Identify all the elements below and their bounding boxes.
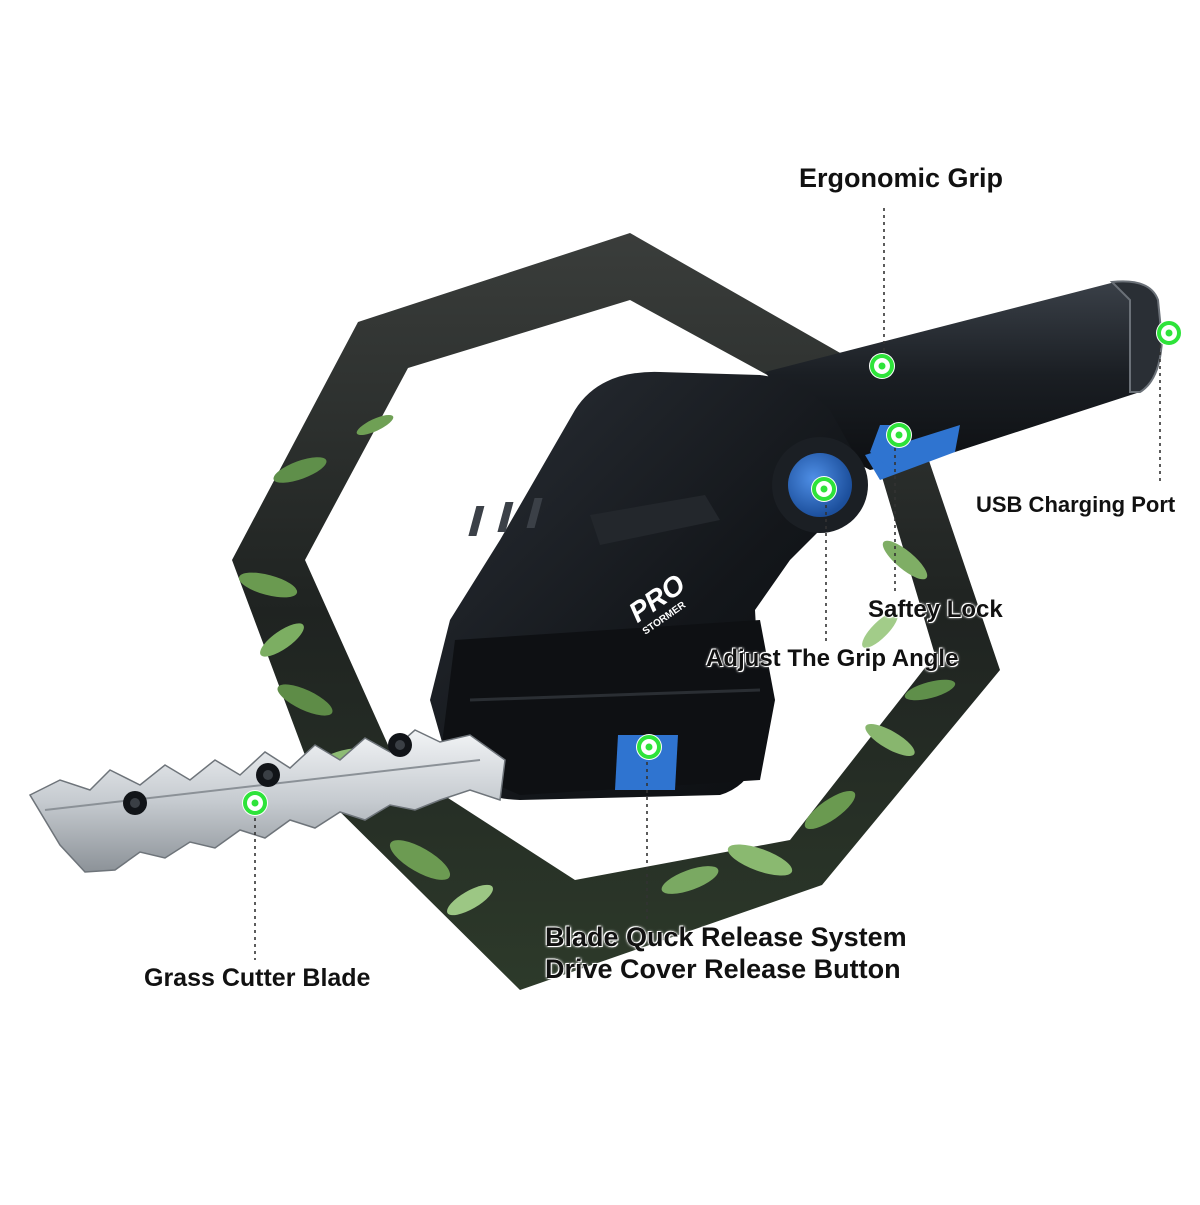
leader-lines [254,208,1161,960]
marker-safety-lock-icon [886,422,912,448]
ergonomic-grip-label: Ergonomic Grip [799,163,1004,193]
marker-ergonomic-grip-icon [869,353,895,379]
marker-usb-port-icon [1156,320,1182,346]
tool-handle [765,280,1164,480]
blade-release-label: Blade Quck Release System Drive Cover Re… [545,924,907,988]
usb-charging-port-label: USB Charging Port [976,492,1176,517]
adjust-grip-angle-label: Adjust The Grip Angle [706,645,959,672]
marker-blade-release-icon [636,734,662,760]
callout-markers [242,320,1182,816]
marker-grip-angle-icon [811,476,837,502]
marker-cutter-blade-icon [242,790,268,816]
blade-release-line-2: Drive Cover Release Button [545,954,901,984]
blade-release-line-1: Blade Quck Release System [545,922,907,952]
safety-lock-label: Saftey Lock [868,596,1003,623]
tool-body [430,371,855,800]
grass-cutter-blade-label: Grass Cutter Blade [144,964,371,992]
